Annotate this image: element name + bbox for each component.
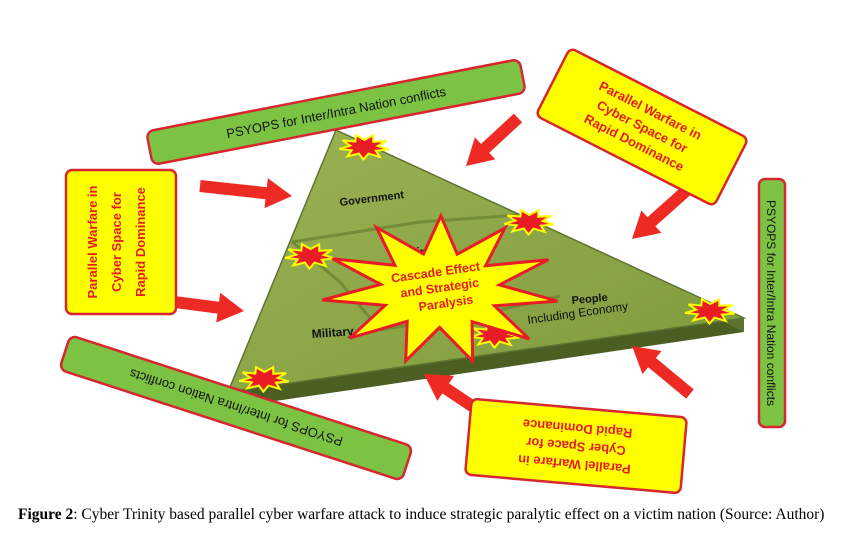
attack-arrow [632, 346, 694, 399]
cyber-trinity-diagram: Government Trinity People Including Econ… [59, 48, 787, 495]
triangle-division-top [291, 213, 521, 244]
parallel-bottom-right-box: Parallel Warfare in Cyber Space for Rapi… [464, 397, 688, 495]
small-burst-right [684, 297, 736, 326]
attack-arrow [632, 177, 700, 239]
parallel-left-box: Parallel Warfare in Cyber Space for Rapi… [64, 168, 178, 316]
attack-arrow [199, 178, 292, 209]
parallel-left-line-3: Rapid Dominance [133, 187, 148, 297]
cascade-effect-burst: Cascade Effect and Strategic Paralysis [321, 212, 558, 365]
small-burst-top [338, 133, 390, 162]
people-label: People [571, 292, 608, 307]
caption-label: Figure 2 [18, 506, 74, 523]
triangle-edge [228, 318, 744, 408]
parallel-left-line-1: Parallel Warfare in [85, 185, 100, 298]
military-label: Military [311, 324, 354, 341]
figure-caption: Figure 2: Cyber Trinity based parallel c… [18, 505, 833, 524]
psyops-right-text: PSYOPS for Inter/Intra Nation conflicts [764, 200, 778, 406]
small-burst-mid-left [284, 242, 336, 271]
small-burst-mid-right [503, 208, 555, 237]
attack-arrow [466, 113, 523, 166]
parallel-top-right-box: Parallel Warfare in Cyber Space for Rapi… [536, 48, 748, 206]
caption-text: : Cyber Trinity based parallel cyber war… [73, 506, 825, 523]
parallel-left-line-2: Cyber Space for [109, 192, 124, 292]
psyops-right-box: PSYOPS for Inter/Intra Nation conflicts [757, 177, 787, 429]
small-burst-bottom-left [238, 365, 290, 394]
